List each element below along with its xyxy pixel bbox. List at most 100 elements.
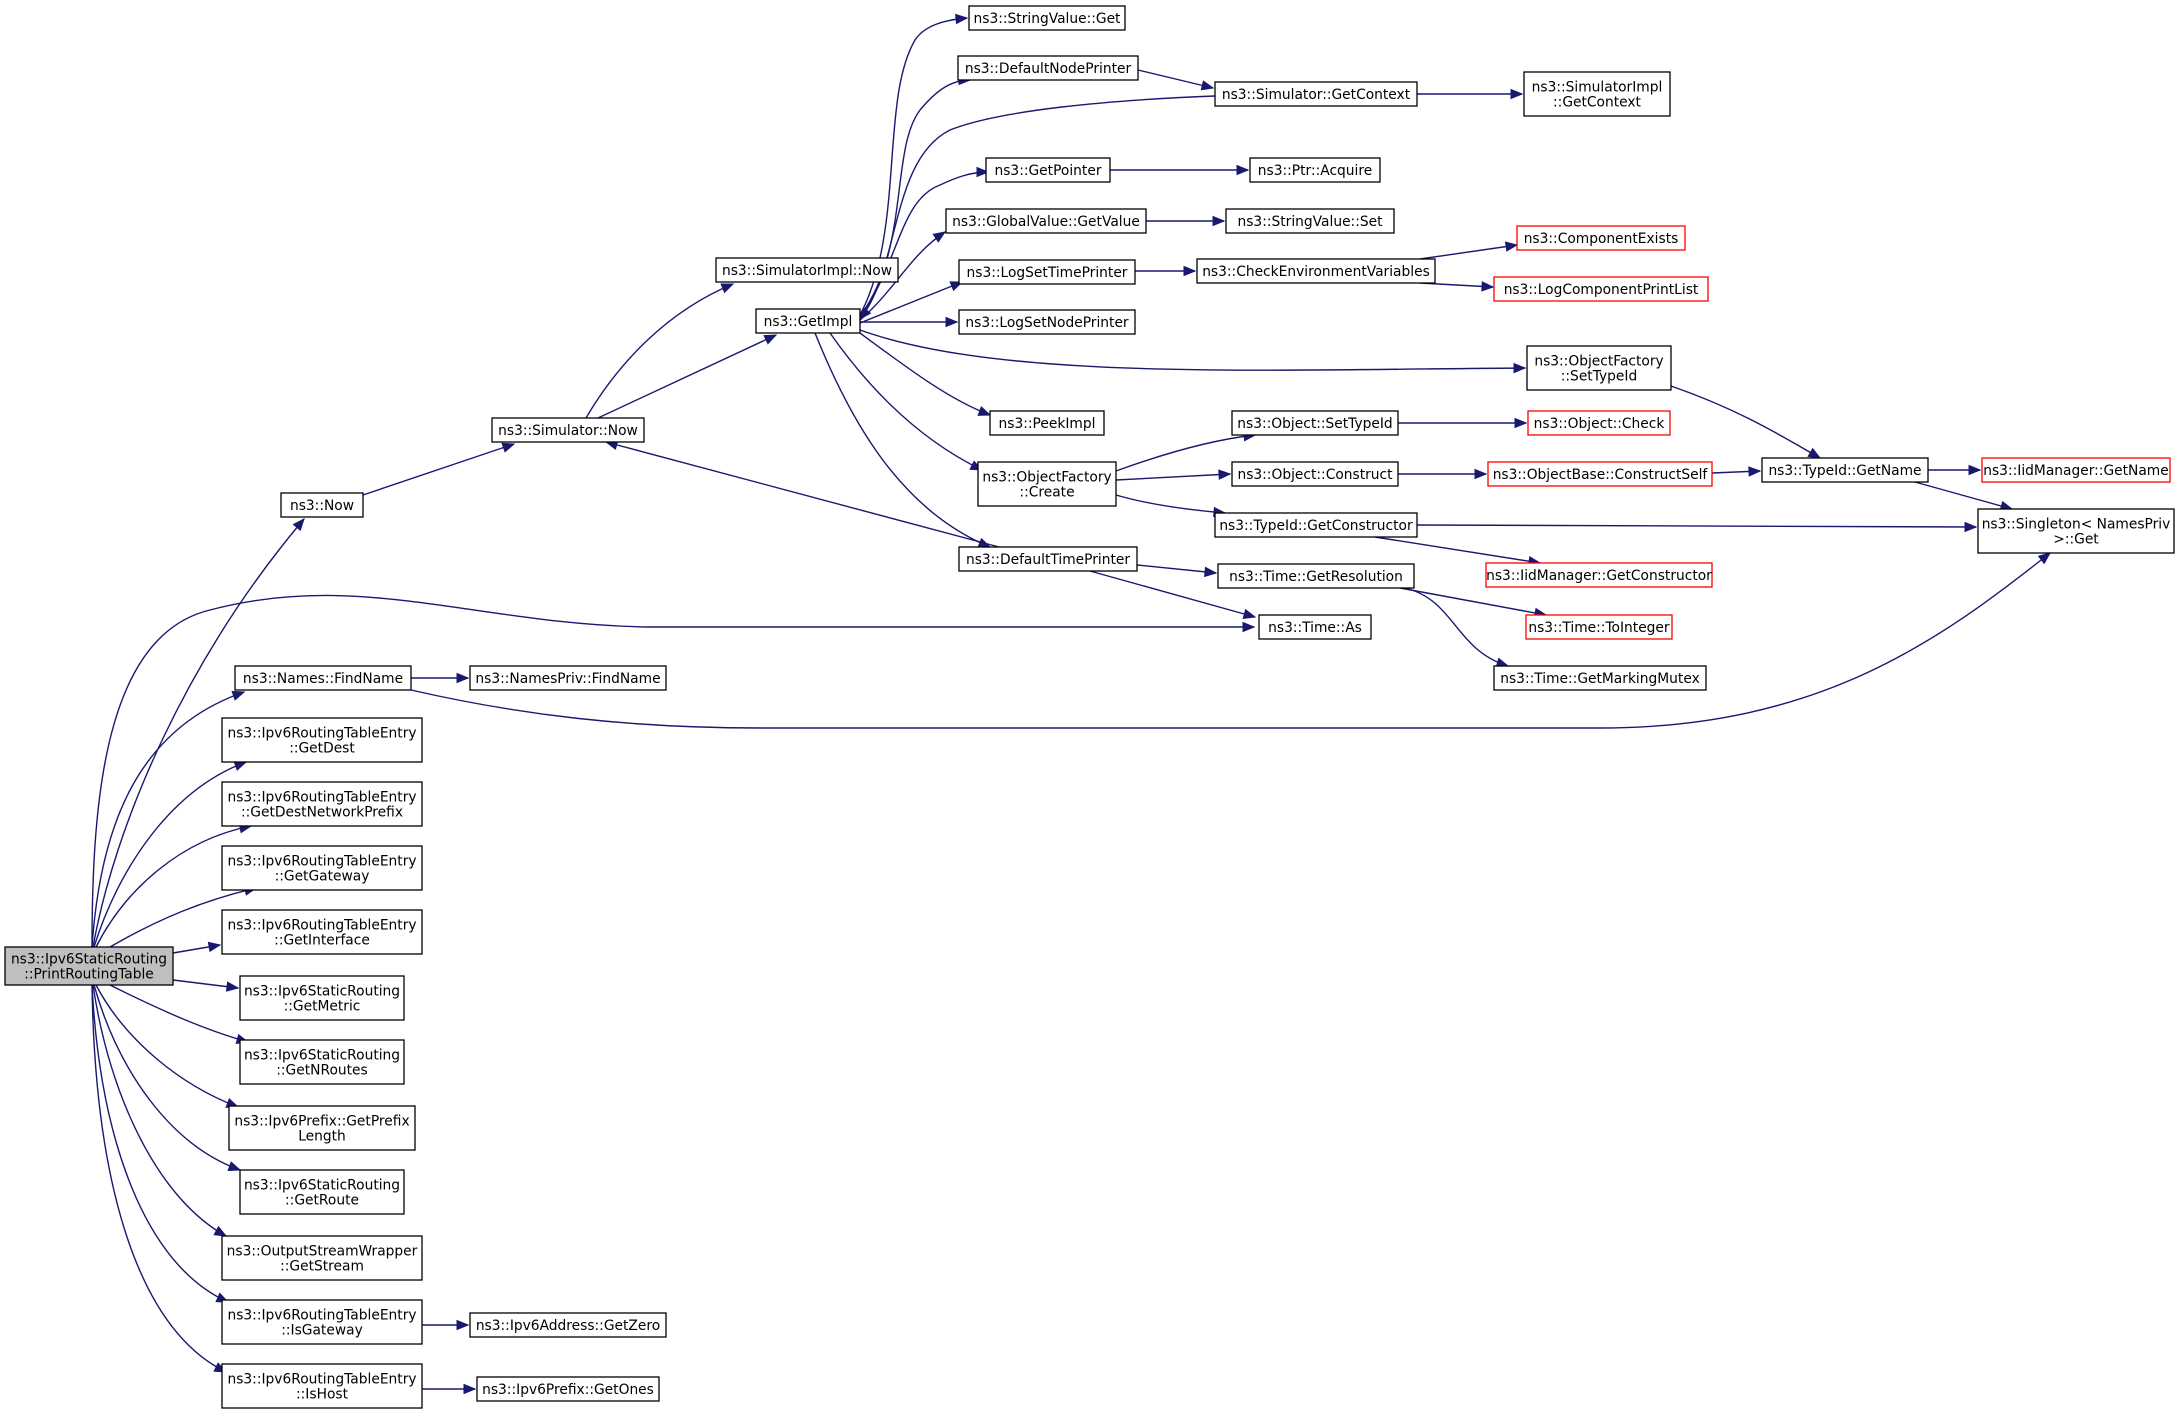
node-ishost[interactable]: ns3::Ipv6RoutingTableEntry::IsHost [221, 1363, 423, 1409]
node-label: ns3::TypeId::GetConstructor [1219, 518, 1413, 534]
arrowhead-icon [1242, 608, 1257, 619]
node-typegetctor[interactable]: ns3::TypeId::GetConstructor [1214, 512, 1418, 538]
edge-line [91, 594, 1254, 948]
node-label: ns3::Names::FindName [243, 671, 403, 687]
node-box [958, 259, 1136, 285]
edge-objconstruct-to-obconstself [1398, 468, 1488, 480]
node-objsettype[interactable]: ns3::Object::SetTypeId [1231, 410, 1399, 436]
node-now[interactable]: ns3::Now [280, 492, 364, 518]
edge-root-to-namesfind [91, 690, 246, 948]
node-label: ns3::Ipv6RoutingTableEntry [227, 1372, 416, 1388]
edge-line [91, 984, 227, 1373]
node-iidgetname[interactable]: ns3::IidManager::GetName [1981, 457, 2171, 483]
node-singleton[interactable]: ns3::Singleton< NamesPriv>::Get [1977, 508, 2175, 554]
node-obconstself[interactable]: ns3::ObjectBase::ConstructSelf [1487, 461, 1713, 487]
node-timeas[interactable]: ns3::Time::As [1258, 614, 1372, 640]
node-root[interactable]: ns3::Ipv6StaticRouting::PrintRoutingTabl… [4, 946, 174, 986]
node-layer: ns3::Ipv6StaticRouting::PrintRoutingTabl… [4, 5, 2175, 1409]
node-timemutex[interactable]: ns3::Time::GetMarkingMutex [1493, 665, 1707, 691]
node-box [1214, 512, 1418, 538]
arrowhead-icon [1183, 265, 1197, 277]
arrowhead-icon [720, 283, 735, 294]
node-getones[interactable]: ns3::Ipv6Prefix::GetOnes [476, 1376, 660, 1402]
node-box [221, 781, 423, 827]
node-label: ns3::LogSetNodePrinter [965, 315, 1129, 331]
edge-line [1399, 587, 1547, 616]
node-defnode[interactable]: ns3::DefaultNodePrinter [957, 55, 1139, 81]
node-simnow[interactable]: ns3::Simulator::Now [491, 417, 645, 443]
edge-line [1136, 564, 1217, 574]
edge-namesfind-to-singleton [410, 552, 2052, 729]
node-box [221, 909, 423, 955]
node-compexists[interactable]: ns3::ComponentExists [1516, 225, 1686, 251]
node-isgw[interactable]: ns3::Ipv6RoutingTableEntry::IsGateway [221, 1299, 423, 1345]
node-label: ns3::Ipv6Address::GetZero [476, 1318, 660, 1334]
node-namesfind[interactable]: ns3::Names::FindName [234, 665, 412, 691]
node-label: ns3::ComponentExists [1524, 231, 1679, 247]
node-getnroutes[interactable]: ns3::Ipv6StaticRouting::GetNRoutes [239, 1039, 405, 1085]
edge-root-to-getroute [93, 984, 242, 1172]
node-box [985, 157, 1111, 183]
node-box [945, 208, 1147, 234]
arrowhead-icon [213, 1225, 228, 1237]
node-typegetname[interactable]: ns3::TypeId::GetName [1761, 457, 1929, 483]
node-strset[interactable]: ns3::StringValue::Set [1225, 208, 1395, 234]
node-objcheck[interactable]: ns3::Object::Check [1527, 410, 1671, 436]
node-simimplctx[interactable]: ns3::SimulatorImpl::GetContext [1523, 71, 1671, 117]
edge-logsettp-to-checkenv [1135, 265, 1197, 277]
node-label: ns3::GetImpl [764, 314, 853, 330]
node-gvget[interactable]: ns3::GlobalValue::GetValue [945, 208, 1147, 234]
node-getif[interactable]: ns3::Ipv6RoutingTableEntry::GetInterface [221, 909, 423, 955]
node-peekimpl[interactable]: ns3::PeekImpl [989, 410, 1105, 436]
edge-getptr-to-ptracq [1110, 164, 1250, 176]
node-getroute[interactable]: ns3::Ipv6StaticRouting::GetRoute [239, 1169, 405, 1215]
node-checkenv[interactable]: ns3::CheckEnvironmentVariables [1196, 258, 1436, 284]
node-label: ns3::Ipv6StaticRouting [11, 952, 167, 968]
node-ptracq[interactable]: ns3::Ptr::Acquire [1249, 157, 1381, 183]
node-label: ns3::DefaultNodePrinter [965, 61, 1132, 77]
node-box [221, 1363, 423, 1409]
node-getimpl[interactable]: ns3::GetImpl [755, 308, 861, 334]
edge-ofsettype-to-typegetname [1670, 385, 1822, 459]
node-logcomp[interactable]: ns3::LogComponentPrintList [1493, 276, 1709, 302]
node-simgetctx[interactable]: ns3::Simulator::GetContext [1214, 81, 1418, 107]
node-box [1977, 508, 2175, 554]
node-label: ns3::Ptr::Acquire [1258, 163, 1372, 179]
node-timegetres[interactable]: ns3::Time::GetResolution [1217, 563, 1415, 589]
edge-isgw-to-getzero [422, 1319, 470, 1331]
node-box [958, 546, 1138, 572]
edge-deftime-to-simnow [604, 439, 1000, 548]
node-box [239, 1169, 405, 1215]
node-box [989, 410, 1105, 436]
node-logsetnp[interactable]: ns3::LogSetNodePrinter [958, 309, 1136, 335]
node-getptr[interactable]: ns3::GetPointer [985, 157, 1111, 183]
node-label: ::IsHost [296, 1387, 349, 1403]
node-getdestnp[interactable]: ns3::Ipv6RoutingTableEntry::GetDestNetwo… [221, 781, 423, 827]
node-label: ::GetContext [1553, 95, 1642, 111]
node-simimplnow[interactable]: ns3::SimulatorImpl::Now [715, 257, 899, 283]
node-ofcreate[interactable]: ns3::ObjectFactory::Create [977, 461, 1117, 507]
node-label: ns3::IidManager::GetName [1983, 463, 2169, 479]
node-objconstruct[interactable]: ns3::Object::Construct [1231, 461, 1399, 487]
node-getzero[interactable]: ns3::Ipv6Address::GetZero [469, 1312, 667, 1338]
node-getgw[interactable]: ns3::Ipv6RoutingTableEntry::GetGateway [221, 845, 423, 891]
arrowhead-icon [976, 166, 990, 178]
edge-timegetres-to-timemutex [1404, 587, 1510, 668]
node-namesprivfind[interactable]: ns3::NamesPriv::FindName [469, 665, 667, 691]
node-label: ns3::Time::GetMarkingMutex [1500, 671, 1699, 687]
node-label: ns3::NamesPriv::FindName [475, 671, 660, 687]
node-logsettp[interactable]: ns3::LogSetTimePrinter [958, 259, 1136, 285]
edge-getimpl-to-getptr [859, 166, 990, 319]
node-deftime[interactable]: ns3::DefaultTimePrinter [958, 546, 1138, 572]
node-label: ns3::IidManager::GetConstructor [1486, 568, 1712, 584]
node-getdest[interactable]: ns3::Ipv6RoutingTableEntry::GetDest [221, 717, 423, 763]
node-iidgetctor[interactable]: ns3::IidManager::GetConstructor [1485, 562, 1713, 588]
node-getmetric[interactable]: ns3::Ipv6StaticRouting::GetMetric [239, 975, 405, 1021]
node-getstream[interactable]: ns3::OutputStreamWrapper::GetStream [221, 1235, 423, 1281]
node-label: ns3::Object::Check [1534, 416, 1665, 432]
node-ofsettype[interactable]: ns3::ObjectFactory::SetTypeId [1526, 345, 1672, 391]
arrowhead-icon [1474, 468, 1488, 480]
node-strget[interactable]: ns3::StringValue::Get [968, 5, 1126, 31]
node-timetoint[interactable]: ns3::Time::ToInteger [1525, 614, 1673, 640]
